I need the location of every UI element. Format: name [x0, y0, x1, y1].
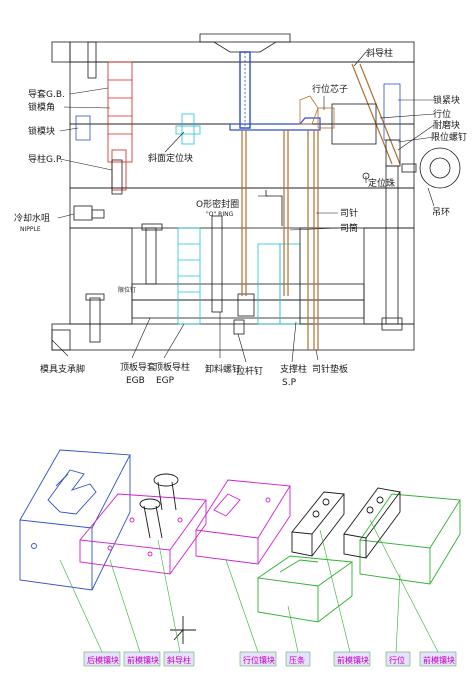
label-limit-screw: 限位螺钉 [431, 131, 467, 143]
label-box-8: 前模镶块 [419, 651, 457, 667]
labels-top: 导套G.B. 锁模角 锁模块 导柱G.P. 斜面定位块 斜导柱 行位芯子 锁紧块… [14, 47, 467, 388]
spacer-block-left [69, 227, 133, 325]
label-box-1: 后模镶块 [83, 651, 121, 667]
label-o-ring: O形密封圈 [196, 198, 239, 210]
label-cooling-nipple: 冷却水咀 [14, 212, 50, 224]
label-guide-bush: 导套G.B. [28, 88, 65, 100]
cooling-nipple [73, 205, 93, 221]
support-pillar [299, 227, 315, 325]
mold-section [51, 33, 461, 351]
bottom-clamp-plate [51, 323, 415, 351]
cavity-insert-brown [299, 95, 319, 125]
label-ejector-guide-pillar-sub: EGP [156, 376, 175, 386]
ejector-plate [131, 299, 365, 319]
clamp-slot-top [51, 41, 71, 63]
hanging-ring [419, 147, 461, 189]
label-bottom-8: 前模镶块 [423, 655, 455, 665]
label-pull-rod: 拉杆钉 [236, 365, 263, 377]
label-bottom-6: 前模镶块 [337, 655, 369, 665]
label-box-3: 斜导柱 [163, 651, 195, 667]
part-slider [359, 493, 461, 585]
guide-pillar [111, 149, 127, 191]
exploded-view [19, 449, 461, 644]
label-hanging-ring: 吊环 [432, 207, 450, 218]
lock-mold-block [75, 115, 91, 141]
label-stop-pin-tag: 限位钉 [118, 286, 136, 294]
support-pillar-2 [145, 227, 157, 285]
sprue-bushing [239, 51, 251, 129]
label-box-6: 前模镶块 [333, 651, 371, 667]
label-stop-ball: 定位珠 [368, 177, 395, 189]
label-box-5: 压条 [285, 651, 311, 667]
label-lock-block: 锁紧块 [433, 94, 460, 106]
label-bottom-5: 压条 [289, 655, 305, 665]
label-slant-guide-pillar: 斜导柱 [366, 47, 393, 59]
label-ejector-pad: 司针垫板 [312, 363, 348, 375]
label-wear-block: 耐磨块 [433, 119, 460, 131]
label-slider-insert: 行位芯子 [312, 83, 348, 95]
label-slant-locate-block: 斜面定位块 [148, 152, 193, 164]
spacer-block-right [363, 227, 415, 325]
leader-lines-bottom [59, 519, 439, 653]
label-bottom-1: 后模镶块 [87, 655, 119, 665]
ejector-retainer-plate [131, 283, 365, 301]
clamp-slot-bottom [51, 329, 71, 351]
axis-marker [170, 616, 196, 644]
o-ring-hook [266, 195, 283, 226]
label-o-ring-sub: "O" RING [206, 211, 234, 218]
label-box-2: 前模镶块 [123, 651, 161, 667]
label-cooling-nipple-sub: NIPPLE [20, 226, 41, 233]
label-bottom-7: 行位 [389, 655, 405, 665]
right-long-screw [385, 165, 399, 325]
slant-locate-block [181, 113, 195, 145]
support-pillar-left [89, 297, 101, 343]
label-guide-pillar: 导柱G.P. [28, 153, 63, 165]
label-support-foot: 模具支承脚 [40, 363, 85, 375]
part-front-insert-right [291, 487, 401, 559]
guide-bush [107, 61, 133, 163]
sprue-puller-screw [211, 215, 223, 313]
label-slider: 行位 [433, 108, 451, 120]
part-front-insert [79, 493, 207, 575]
part-slider-insert [195, 479, 291, 565]
label-ejector-sleeve: 司筒 [340, 222, 358, 234]
label-bottom-2: 前模镶块 [127, 655, 159, 665]
label-support-pillar: 支撑柱 [280, 363, 307, 375]
label-lock-mold-block: 锁模块 [28, 125, 55, 137]
label-wedge-corner: 锁模角 [28, 101, 55, 113]
part-slant-pillars [139, 473, 179, 539]
label-sprue-puller-screw: 卸料螺钉 [205, 363, 241, 375]
slider-insert [317, 107, 335, 129]
label-ejector-bush-sub: EGB [126, 376, 145, 386]
labels-bottom: 后模镶块 前模镶块 斜导柱 行位镶块 压条 前模镶块 行位 前模镶块 [83, 651, 457, 667]
leader-lines-top [51, 51, 435, 363]
label-ejector-guide-pillar: 顶板导柱 [154, 361, 190, 373]
locating-ring [199, 33, 291, 53]
clamp-screw-left [111, 159, 123, 195]
label-box-7: 行位 [385, 651, 411, 667]
part-rear-insert [19, 449, 131, 591]
part-strip [256, 555, 354, 623]
label-ejector-pin: 司针 [340, 207, 358, 219]
label-bottom-4: 行位镶块 [243, 655, 275, 665]
label-ejector-bush: 顶板导套 [120, 361, 156, 373]
hanging-ring-pin [401, 163, 417, 173]
clamp-screw-top-left [87, 41, 97, 79]
slider [331, 103, 377, 145]
label-support-pillar-sub: S.P [282, 378, 297, 388]
label-bottom-3: 斜导柱 [167, 655, 191, 665]
slant-guide-pillar [351, 63, 393, 165]
label-box-4: 行位镶块 [239, 651, 277, 667]
